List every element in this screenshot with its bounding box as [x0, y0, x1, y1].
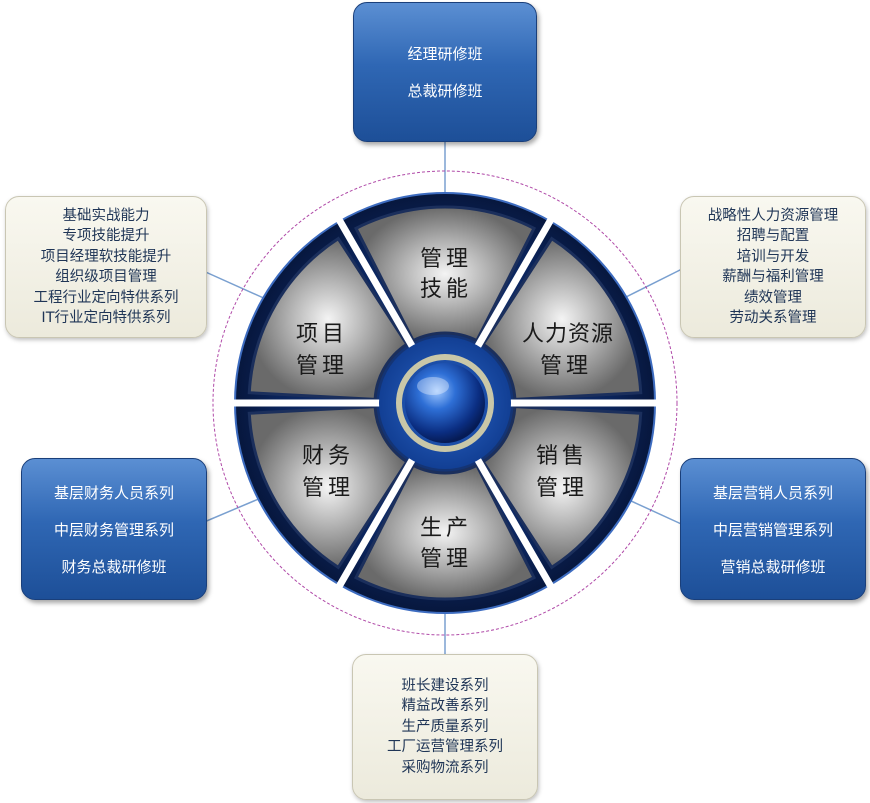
box-bottom-item: 工厂运营管理系列 [387, 739, 503, 756]
segment-upper-left-line2: 管理 [296, 354, 348, 379]
box-upper-right: 战略性人力资源管理 招聘与配置 培训与开发 薪酬与福利管理 绩效管理 劳动关系管… [680, 196, 866, 338]
box-upper-left: 基础实战能力 专项技能提升 项目经理软技能提升 组织级项目管理 工程行业定向特供… [5, 196, 207, 338]
separator-line [466, 444, 555, 589]
segment-upper-left [247, 236, 409, 401]
separator-line [335, 217, 424, 362]
segment-lower-right-line1: 销售 [536, 444, 588, 469]
box-upper-right-item: 薪酬与福利管理 [722, 269, 824, 285]
segment-lower-left [247, 405, 409, 570]
segment-labels: 管理 技能 人力资源 管理 销售 管理 生产 管理 财务 管理 项目 管理 [296, 247, 614, 572]
box-lower-right-item: 基层营销人员系列 [712, 483, 833, 502]
segment-top [354, 205, 536, 343]
hub-ring [396, 354, 494, 452]
box-upper-left-item: 项目经理软技能提升 [40, 248, 172, 265]
box-bottom-item: 生产质量系列 [401, 718, 489, 735]
box-upper-right-item: 劳动关系管理 [729, 310, 817, 326]
box-upper-left-item: 基础实战能力 [62, 207, 150, 224]
segment-bottom-line1: 生产 [420, 516, 472, 541]
segment-upper-right-line2: 管理 [540, 354, 592, 379]
box-bottom: 班长建设系列 精益改善系列 生产质量系列 工厂运营管理系列 采购物流系列 [352, 654, 538, 800]
box-bottom-item: 班长建设系列 [401, 677, 489, 694]
box-bottom-item: 采购物流系列 [401, 759, 489, 776]
separator-line [466, 217, 555, 362]
segment-upper-right-line1: 人力资源 [522, 322, 614, 347]
segment-upper-right [481, 236, 643, 401]
connector-upper-right [619, 264, 691, 301]
box-upper-right-item: 绩效管理 [744, 289, 802, 306]
center-sphere [405, 363, 485, 443]
box-lower-right: 基层营销人员系列 中层营销管理系列 营销总裁研修班 [680, 458, 866, 600]
box-top: 经理研修班 总裁研修班 [353, 2, 537, 142]
segment-bottom-line2: 管理 [420, 547, 472, 572]
separator-line [335, 444, 424, 589]
box-upper-left-item: IT行业定向特供系列 [41, 310, 171, 326]
box-upper-left-item: 组织级项目管理 [55, 269, 157, 285]
box-lower-left: 基层财务人员系列 中层财务管理系列 财务总裁研修班 [21, 458, 207, 600]
box-upper-right-item: 招聘与配置 [736, 228, 810, 244]
box-lower-right-item: 中层营销管理系列 [712, 520, 833, 539]
box-top-item: 经理研修班 [407, 45, 483, 63]
box-bottom-item: 精益改善系列 [401, 698, 489, 715]
segment-group [247, 205, 643, 601]
box-upper-left-item: 工程行业定向特供系列 [33, 289, 179, 306]
segment-top-line1: 管理 [420, 247, 472, 272]
box-lower-left-item: 中层财务管理系列 [53, 520, 174, 539]
segment-lower-right [481, 405, 643, 570]
box-lower-right-item: 营销总裁研修班 [720, 557, 826, 576]
segment-bottom [354, 463, 536, 601]
segment-upper-left-line1: 项目 [296, 322, 348, 347]
box-upper-right-item: 培训与开发 [736, 248, 810, 265]
sphere-highlight [417, 377, 449, 395]
separator-lines [233, 217, 657, 589]
box-top-item: 总裁研修班 [407, 82, 483, 100]
box-lower-left-item: 财务总裁研修班 [61, 557, 167, 576]
dashed-outer-circle [212, 170, 678, 636]
box-upper-right-item: 战略性人力资源管理 [707, 207, 839, 224]
segment-lower-left-line1: 财务 [302, 444, 354, 469]
box-upper-left-item: 专项技能提升 [62, 228, 150, 244]
segment-top-line2: 技能 [420, 277, 472, 302]
box-lower-left-item: 基层财务人员系列 [53, 483, 174, 502]
segment-lower-left-line2: 管理 [302, 476, 354, 501]
segment-lower-right-line2: 管理 [536, 476, 588, 501]
